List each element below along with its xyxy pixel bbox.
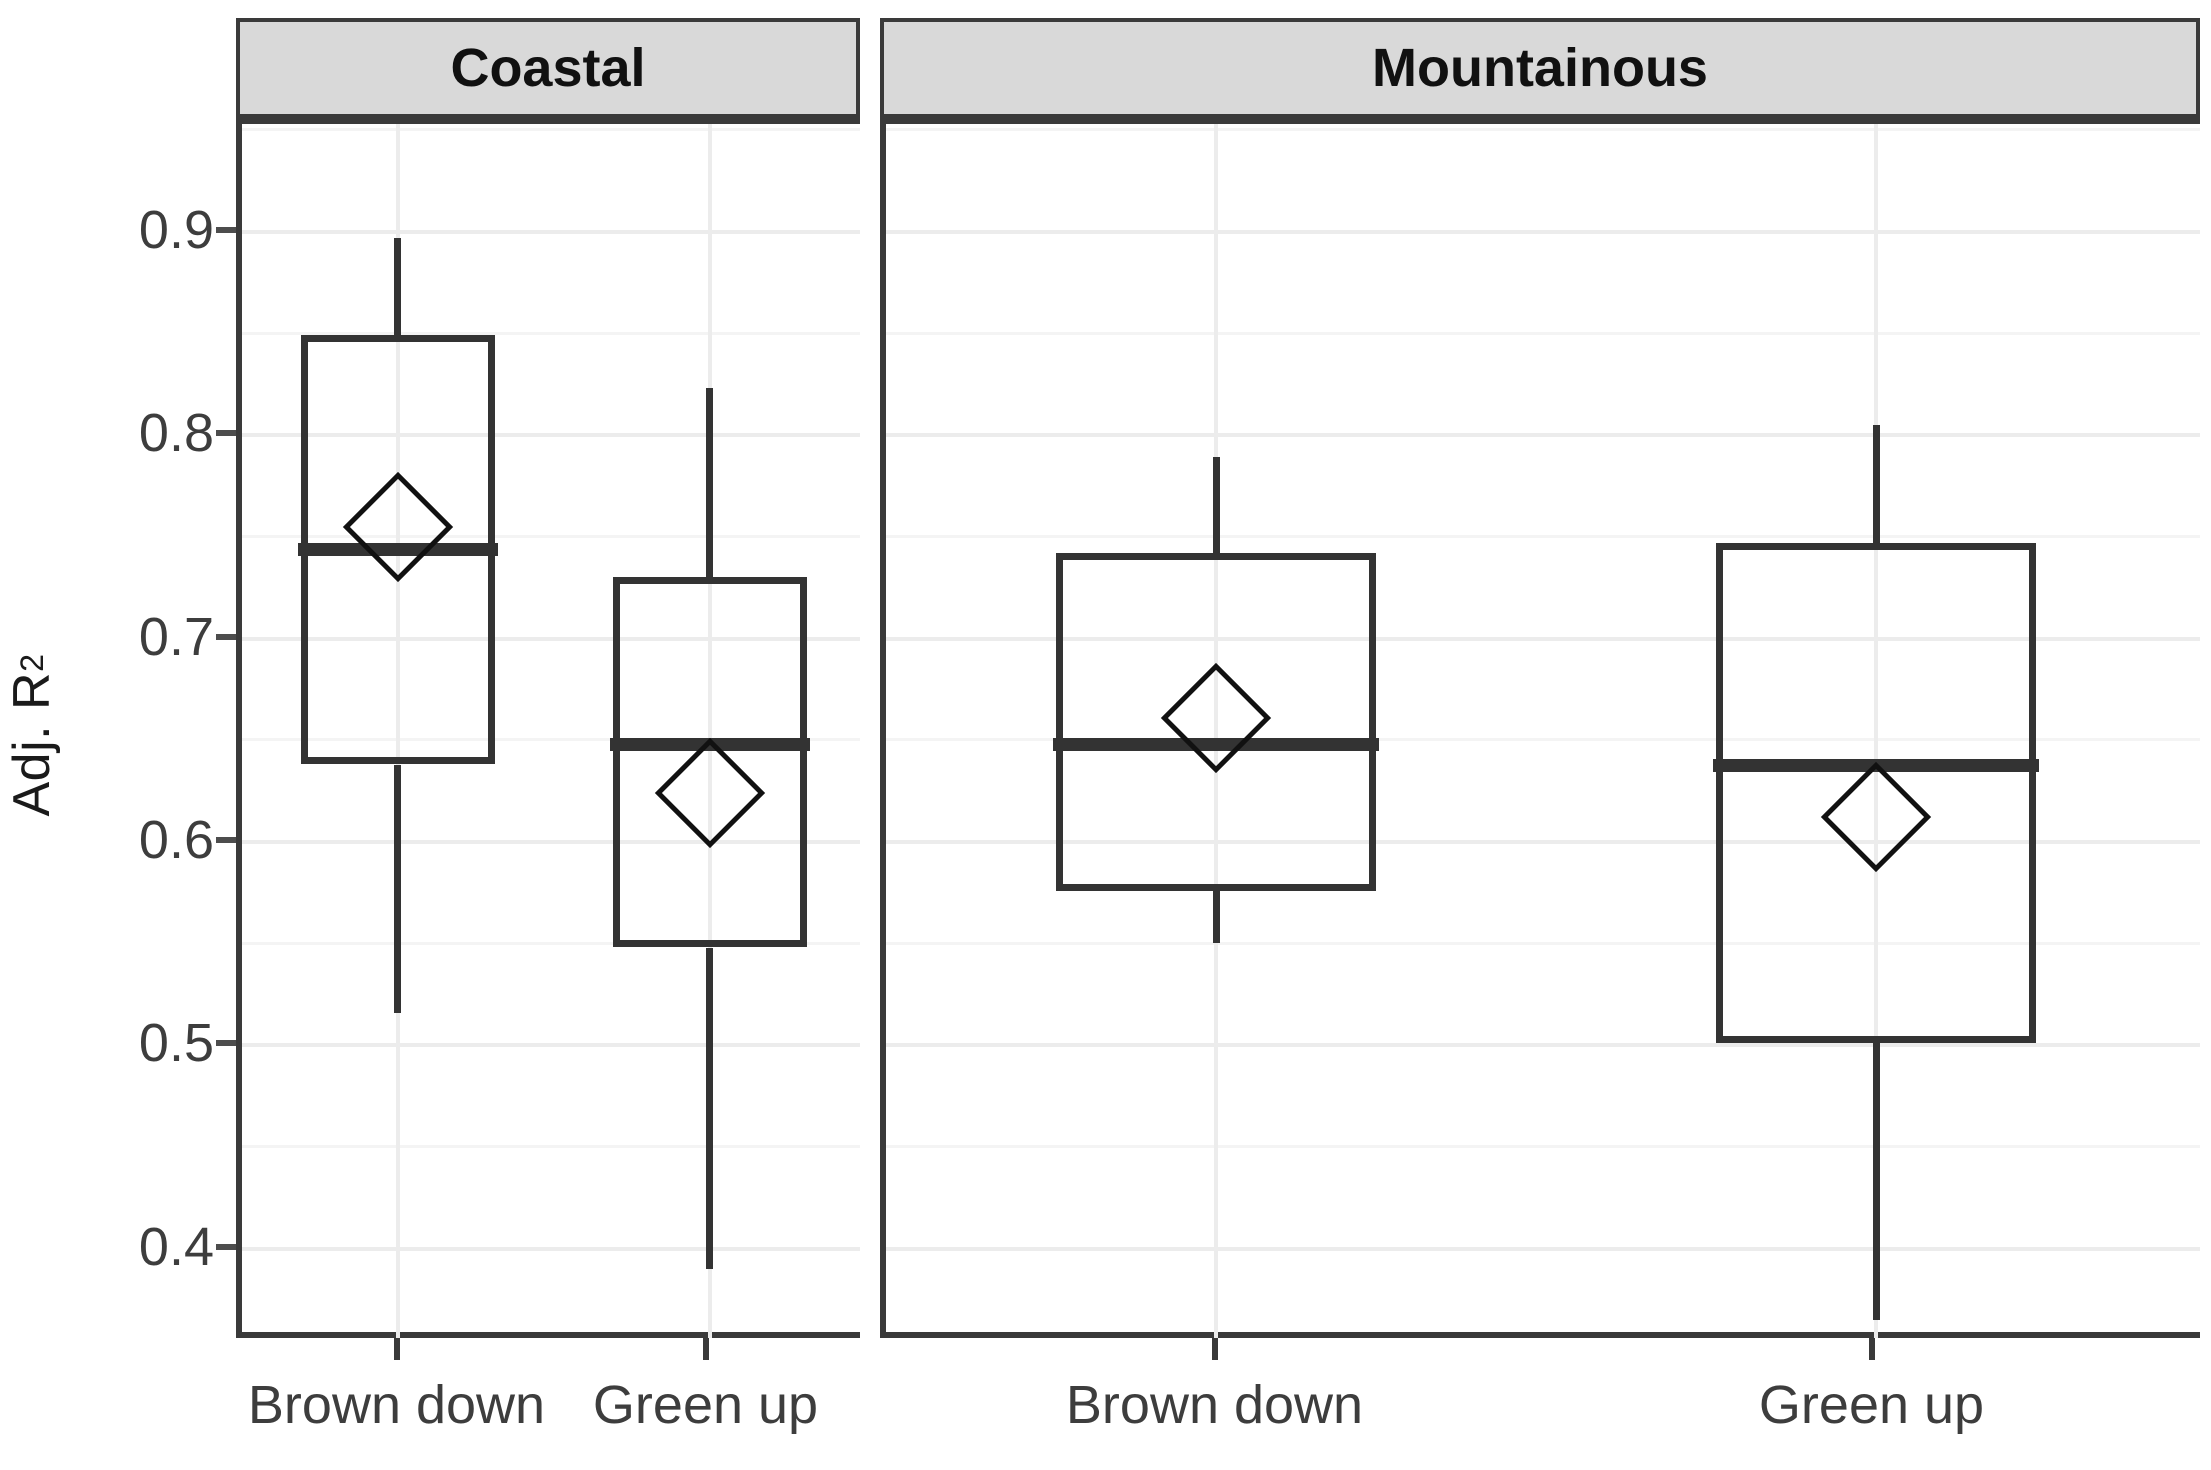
median-line: [1053, 738, 1379, 752]
whisker-lower: [1872, 1043, 1880, 1320]
gridline-minor: [242, 534, 860, 538]
y-axis-tick-mark: [216, 226, 236, 233]
gridline-major: [886, 229, 2200, 234]
whisker-lower: [706, 947, 714, 1269]
gridline-major: [886, 839, 2200, 844]
x-axis-tick-mark: [1868, 1338, 1875, 1360]
gridline-minor: [242, 738, 860, 742]
y-axis-tick-label: 0.6: [138, 809, 214, 870]
gridline-major: [886, 1043, 2200, 1048]
y-axis-tick-label: 0.5: [138, 1013, 214, 1074]
gridline-major: [242, 1043, 860, 1048]
facet-panel-coastal: Coastal: [236, 18, 860, 1338]
box-iqr: [1056, 553, 1376, 891]
plot-area-mountainous: [880, 118, 2200, 1338]
plot-area-coastal: [236, 118, 860, 1338]
facet-strip-label: Mountainous: [1372, 38, 1708, 98]
gridline-minor: [242, 941, 860, 945]
x-axis-tick-label: Brown down: [247, 1375, 546, 1435]
gridline-minor: [242, 1144, 860, 1148]
y-axis-tick-mark: [216, 1040, 236, 1047]
gridline-minor: [886, 331, 2200, 335]
gridline-minor: [242, 331, 860, 335]
gridline-major: [242, 229, 860, 234]
x-axis-tick-mark: [1211, 1338, 1218, 1360]
whisker-lower: [394, 764, 402, 1013]
box-iqr: [1716, 542, 2036, 1044]
gridline-minor: [886, 738, 2200, 742]
whisker-upper: [706, 388, 714, 578]
gridline-major: [242, 636, 860, 641]
x-axis-tick-mark: [393, 1338, 400, 1360]
y-axis-tick-labels: 0.9 0.8 0.7 0.6 0.5 0.4: [96, 0, 236, 1470]
x-axis-line: [886, 1332, 2200, 1338]
gridline-minor: [242, 128, 860, 132]
median-line: [610, 738, 810, 752]
facet-strip-coastal: Coastal: [236, 18, 860, 118]
gridline-vertical: [1214, 124, 1218, 1338]
x-axis-tick-label: Green up: [1758, 1375, 1985, 1435]
gridline-major: [886, 1246, 2200, 1251]
gridline-minor: [886, 1144, 2200, 1148]
boxplot-brown-down: [298, 124, 498, 1338]
median-line: [1713, 758, 2039, 772]
boxplot-green-up: [610, 124, 810, 1338]
boxplot-brown-down: [1053, 124, 1379, 1338]
facet-strip-label: Coastal: [450, 38, 646, 98]
gridline-vertical: [708, 124, 712, 1338]
x-axis-tick-label: Green up: [592, 1375, 819, 1435]
gridline-major: [886, 433, 2200, 438]
facet-strip-mountainous: Mountainous: [880, 18, 2200, 118]
y-axis-tick-label: 0.7: [138, 606, 214, 667]
y-axis-tick-mark: [216, 1243, 236, 1250]
boxplot-green-up: [1713, 124, 2039, 1338]
gridline-vertical: [396, 124, 400, 1338]
whisker-upper: [394, 237, 402, 336]
y-axis-tick-mark: [216, 836, 236, 843]
median-line: [298, 542, 498, 556]
gridline-minor: [886, 534, 2200, 538]
gridline-major: [242, 839, 860, 844]
gridline-minor: [886, 128, 2200, 132]
y-axis-tick-mark: [216, 430, 236, 437]
gridline-vertical: [1874, 124, 1878, 1338]
whisker-upper: [1872, 424, 1880, 543]
y-axis-tick-label: 0.8: [138, 403, 214, 464]
gridline-major: [242, 1246, 860, 1251]
facet-panel-mountainous: Mountainous: [880, 18, 2200, 1338]
gridline-minor: [886, 941, 2200, 945]
x-axis-tick-mark: [702, 1338, 709, 1360]
y-axis-tick-mark: [216, 633, 236, 640]
whisker-lower: [1212, 890, 1220, 944]
y-axis-tick-label: 0.9: [138, 199, 214, 260]
whisker-upper: [1212, 457, 1220, 554]
gridline-major: [886, 636, 2200, 641]
x-axis-tick-label: Brown down: [1065, 1375, 1364, 1435]
x-axis-line: [242, 1332, 860, 1338]
y-axis-title-text: Adj. R: [3, 671, 61, 817]
gridline-major: [242, 433, 860, 438]
y-axis-tick-label: 0.4: [138, 1216, 214, 1277]
box-iqr: [613, 577, 807, 948]
